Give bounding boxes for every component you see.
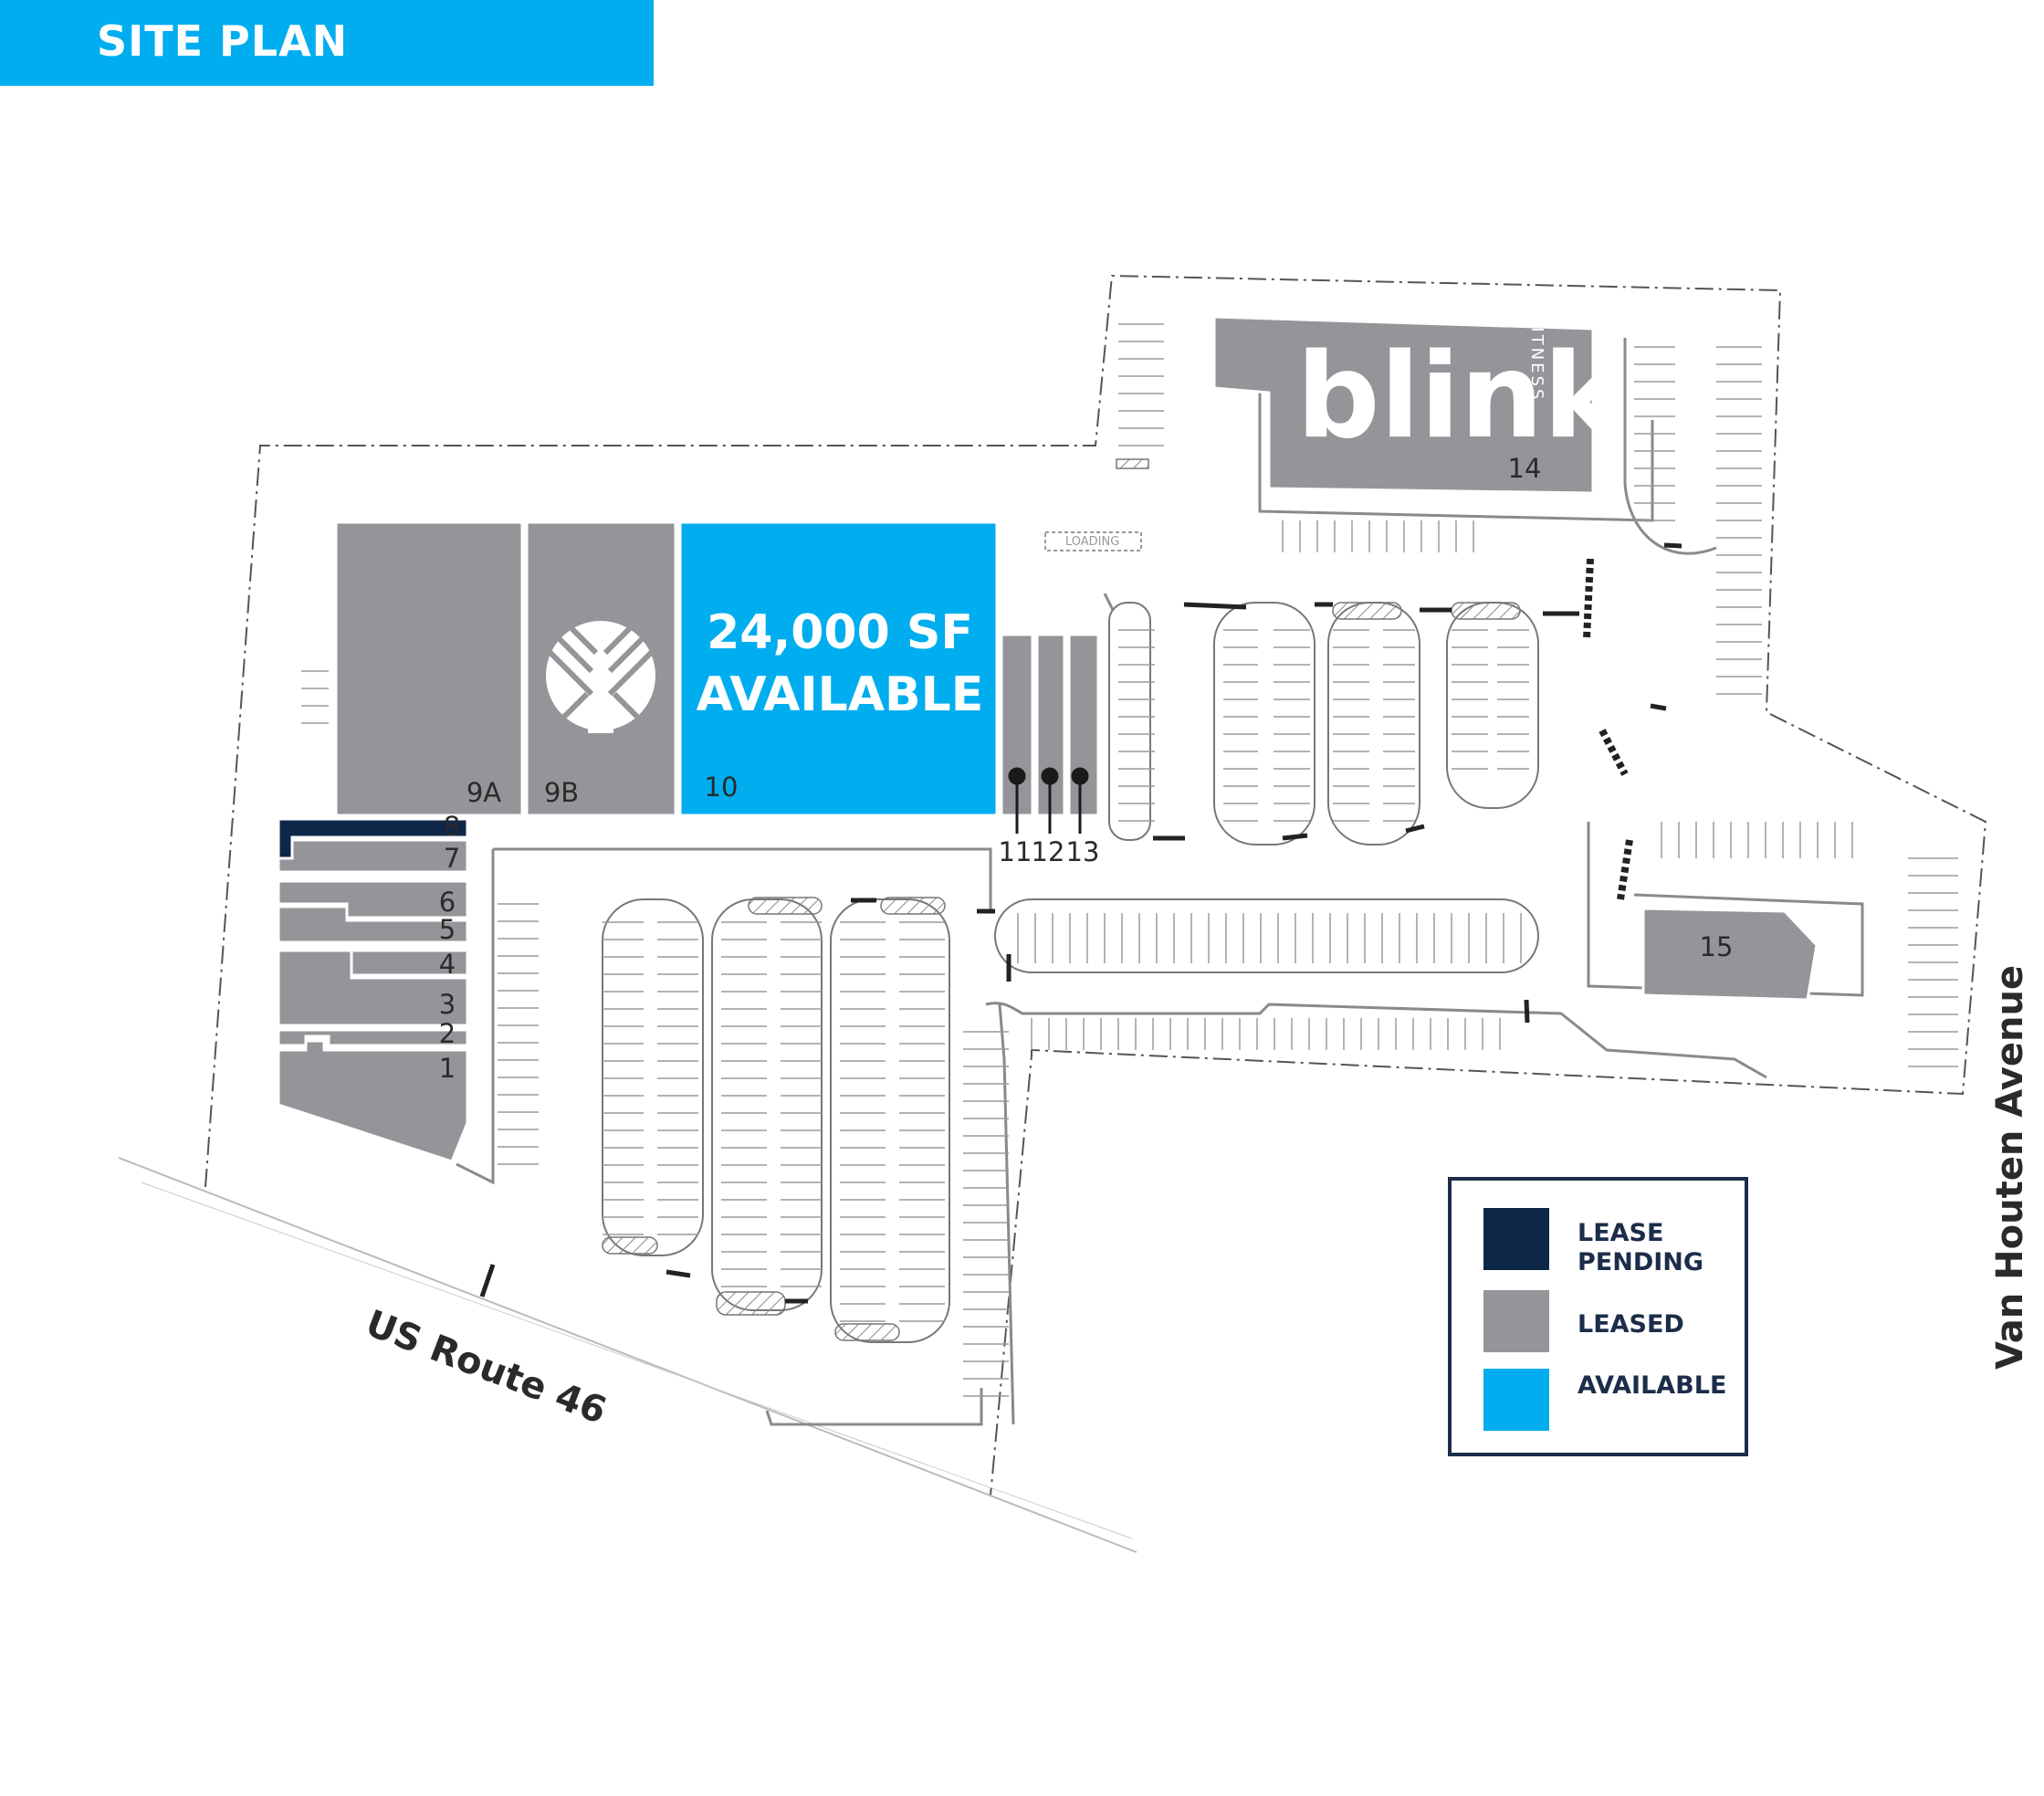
unit-4[interactable] — [278, 949, 469, 977]
unit-15[interactable] — [1641, 907, 1819, 1002]
legend-swatch-lease-pending — [1483, 1208, 1549, 1270]
legend-swatch-available — [1483, 1369, 1549, 1431]
unit-label-8: 8 — [444, 811, 460, 842]
unit-10[interactable] — [678, 520, 999, 817]
blink-fitness-subtext: FITNESS — [1527, 315, 1546, 402]
header-bar — [0, 0, 654, 86]
route-46-edge — [141, 1182, 1133, 1539]
availability-status: AVAILABLE — [697, 667, 984, 722]
legend-label-available: AVAILABLE — [1578, 1371, 1726, 1400]
unit-label-10: 10 — [705, 772, 739, 803]
unit-label-11: 11 — [999, 836, 1032, 867]
unit-label-15: 15 — [1700, 931, 1734, 962]
unit-label-5: 5 — [439, 914, 456, 945]
blink-fitness-logo: blink — [1296, 329, 1624, 465]
hatched-areas — [602, 458, 1521, 1341]
unit-label-9b: 9B — [544, 777, 579, 808]
unit-label-4: 4 — [439, 949, 456, 980]
unit-label-9a: 9A — [466, 777, 501, 808]
legend-label-lease: LEASE — [1578, 1219, 1663, 1247]
legend-label-pending: PENDING — [1578, 1248, 1703, 1276]
road-label-van-houten-avenue: Van Houten Avenue — [1989, 965, 2031, 1370]
unit-2[interactable] — [277, 1028, 469, 1047]
unit-label-2: 2 — [439, 1018, 456, 1049]
unit-7[interactable] — [277, 838, 469, 874]
unit-label-3: 3 — [439, 989, 456, 1020]
unit-label-13: 13 — [1066, 836, 1100, 867]
loading-label: LOADING — [1065, 535, 1119, 549]
unit-label-14: 14 — [1508, 453, 1542, 484]
unit-label-7: 7 — [444, 843, 460, 874]
palm-tree-logo — [543, 618, 658, 738]
unit-13[interactable] — [1067, 633, 1100, 817]
availability-size: 24,000 SF — [707, 605, 973, 660]
unit-label-6: 6 — [439, 887, 456, 918]
unit-label-12: 12 — [1032, 836, 1065, 867]
unit-8[interactable] — [277, 817, 469, 860]
unit-11[interactable] — [1000, 633, 1034, 817]
page-title: SITE PLAN — [97, 16, 349, 66]
legend: LEASE PENDING LEASED AVAILABLE — [1448, 1177, 1748, 1456]
route-46-edge — [118, 1157, 1137, 1553]
curb-bars — [479, 542, 1682, 1304]
road-label-us-route-46: US Route 46 — [360, 1302, 612, 1433]
unit-14[interactable] — [1212, 315, 1595, 495]
parking-stalls — [301, 323, 1958, 1397]
unit-label-1: 1 — [439, 1053, 456, 1084]
unit-6[interactable] — [277, 879, 469, 919]
legend-label-leased: LEASED — [1578, 1310, 1684, 1339]
crosswalks — [1583, 558, 1633, 900]
unit-9a[interactable] — [334, 520, 524, 817]
unit-pins — [1008, 767, 1089, 834]
legend-swatch-leased — [1483, 1290, 1549, 1352]
property-boundary — [204, 274, 1987, 1497]
